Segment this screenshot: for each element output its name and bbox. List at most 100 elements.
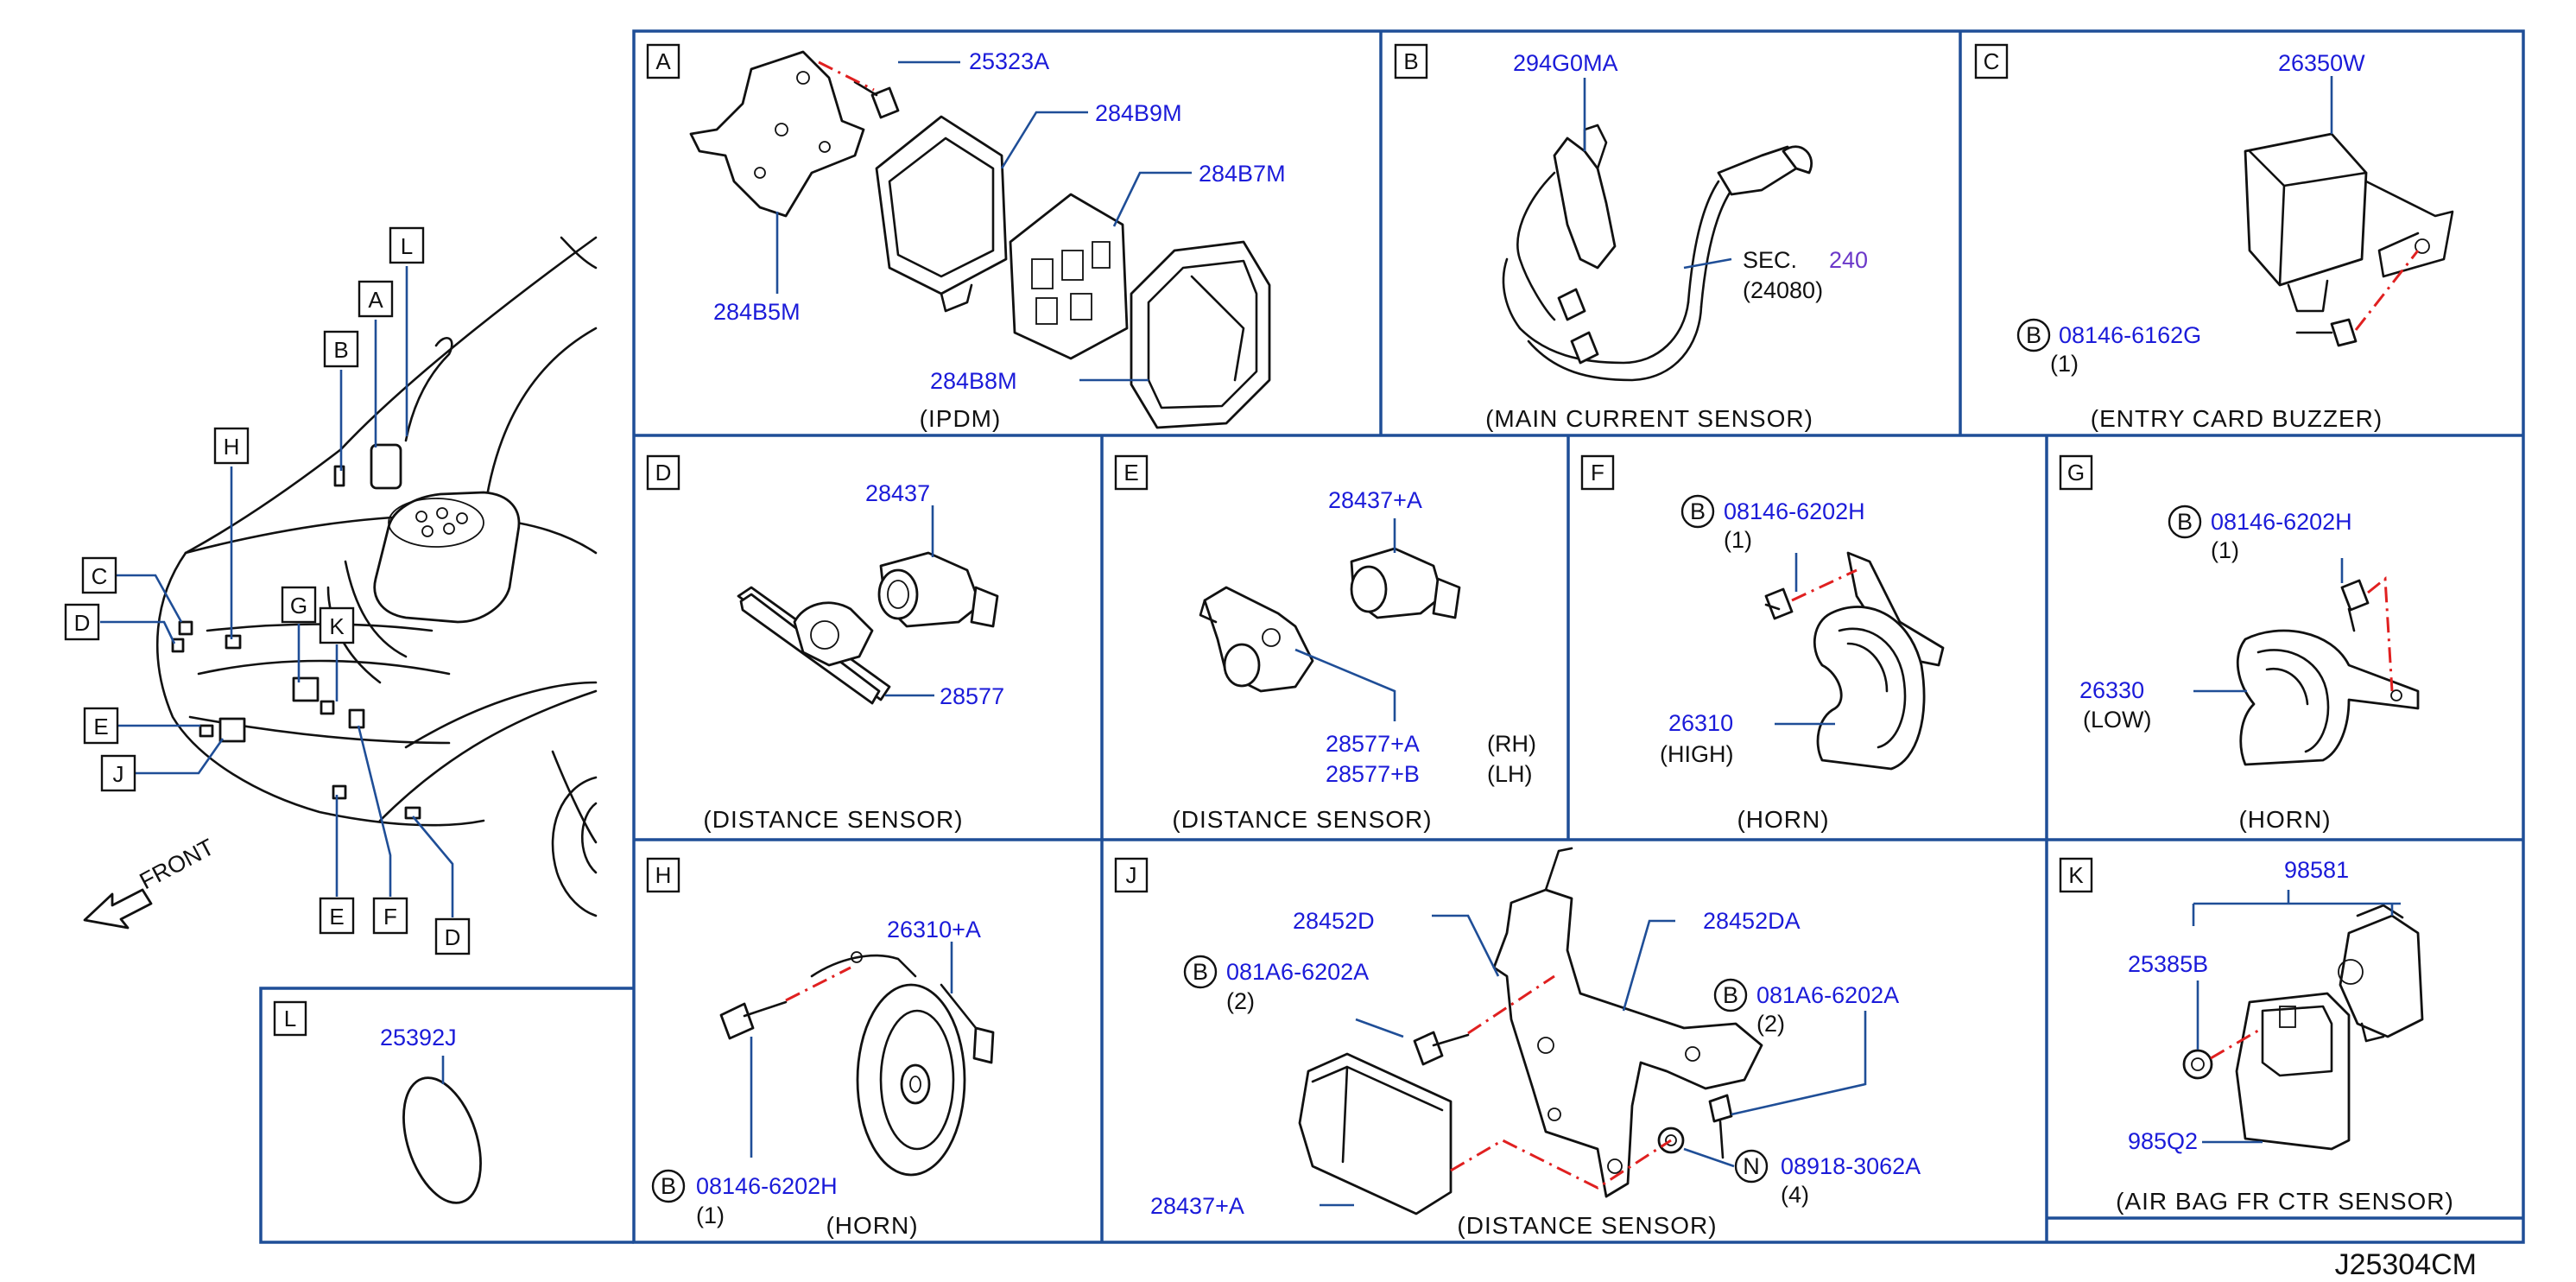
callout-box	[213, 427, 250, 465]
part-drawing	[1147, 259, 1258, 409]
part-drawing	[1838, 627, 1907, 749]
quantity: (1)	[1724, 527, 1752, 553]
letter-box	[1394, 43, 1428, 79]
quantity: (1)	[2050, 351, 2079, 377]
callout-box	[389, 226, 425, 264]
letter-box	[2059, 857, 2093, 893]
panel-letter: J	[1126, 862, 1137, 888]
panel-caption: (ENTRY CARD BUZZER)	[2091, 405, 2383, 432]
panel-frames	[259, 29, 2525, 1244]
leader-line	[1432, 914, 1500, 977]
note: (HIGH)	[1660, 741, 1733, 767]
panel-caption: (DISTANCE SENSOR)	[1172, 806, 1432, 833]
leader-line	[1683, 257, 1732, 270]
part-number: 28577+A	[1326, 731, 1420, 757]
drawing-line	[1031, 258, 1054, 289]
section-reference: 240	[1829, 247, 1868, 273]
note: (RH)	[1487, 731, 1536, 757]
drawing-line	[2390, 689, 2402, 701]
part-drawing	[344, 560, 408, 658]
part-drawing	[1553, 136, 1617, 270]
letter-box	[646, 857, 680, 893]
part-number: 081A6-6202A	[1226, 959, 1369, 985]
callout-label: H	[224, 434, 240, 460]
drawing-line	[388, 498, 484, 548]
leader-line	[1000, 111, 1088, 169]
part-number: 08146-6202H	[1724, 498, 1865, 524]
panel-caption: (HORN)	[826, 1212, 918, 1239]
part-drawing	[1699, 188, 1733, 308]
callout-box	[281, 586, 317, 624]
drawing-line	[1665, 1134, 1677, 1146]
part-number: 98581	[2284, 857, 2349, 883]
part-drawing	[333, 465, 345, 487]
part-drawing	[320, 700, 335, 715]
drawing-line	[2415, 238, 2430, 254]
drawing-line	[1685, 1046, 1700, 1062]
part-drawing	[875, 115, 1008, 295]
part-drawing	[155, 551, 485, 827]
part-number: 08146-6202H	[2211, 509, 2352, 535]
part-drawing	[2244, 132, 2368, 287]
symbol-letter: B	[661, 1173, 676, 1199]
drawing-line	[1092, 241, 1111, 269]
panel-letter: K	[2068, 862, 2084, 888]
panel-caption: (IPDM)	[920, 405, 1002, 432]
part-drawing	[2265, 667, 2309, 706]
drawing-line	[796, 71, 810, 85]
part-number: 26330	[2079, 677, 2144, 703]
panel-h: H 26310+A B 08146-6202H (1) (HORN)	[646, 857, 995, 1239]
part-number: 284B7M	[1199, 161, 1286, 187]
leader-line	[1731, 1011, 1867, 1116]
callout-label: E	[93, 714, 108, 739]
part-drawing	[1492, 888, 1763, 1198]
part-drawing	[853, 80, 878, 97]
part-drawing	[551, 750, 598, 844]
callout-label: G	[290, 593, 307, 619]
part-number: 25323A	[969, 48, 1049, 74]
panel-g: G B 08146-6202H (1) 26330 (LOW) (HORN)	[2059, 454, 2420, 833]
part-drawing	[370, 443, 402, 490]
drawing-line	[2191, 1057, 2205, 1071]
panel-letter: A	[655, 48, 671, 74]
drawing-line	[436, 507, 448, 519]
part-drawing	[1190, 275, 1245, 382]
panel-border	[259, 987, 634, 1244]
part-number: 28452DA	[1703, 908, 1801, 934]
callout-box	[358, 280, 394, 318]
part-drawing	[877, 568, 919, 620]
part-drawing	[2364, 180, 2454, 278]
part-drawing	[1502, 257, 1522, 330]
part-drawing	[1557, 288, 1586, 321]
panel-letter: F	[1591, 460, 1604, 486]
part-drawing	[1544, 847, 1573, 892]
callout-label: B	[333, 337, 348, 363]
part-drawing	[970, 586, 999, 628]
assembly-line	[818, 60, 875, 92]
leader-line	[412, 816, 454, 917]
part-number: 25385B	[2128, 951, 2208, 977]
leader-line	[357, 725, 392, 897]
panel-k: K 98581 25385B 985Q2 (AIR BAG FR CTR SEN…	[2059, 857, 2453, 1215]
leader-line	[135, 738, 225, 775]
letter-box	[1114, 857, 1149, 893]
part-drawing	[900, 1063, 931, 1105]
part-drawing	[743, 1000, 788, 1018]
part-number: 08146-6202H	[696, 1173, 838, 1199]
part-drawing	[793, 601, 874, 667]
panel-caption: (HORN)	[1737, 806, 1829, 833]
part-drawing	[482, 327, 598, 520]
drawing-line	[909, 1076, 921, 1093]
leader-line	[1112, 171, 1192, 227]
panel-letter: B	[1403, 48, 1418, 74]
drawing-line	[456, 512, 468, 524]
section-reference: SEC.	[1743, 247, 1797, 273]
part-drawing	[404, 681, 598, 749]
panel-e: E 28437+A 28577+A (RH) 28577+B (LH) (DIS…	[1114, 454, 1536, 833]
part-drawing	[2256, 649, 2330, 753]
panel-letter: E	[1123, 460, 1138, 486]
part-number: 28452D	[1293, 908, 1375, 934]
note: (LOW)	[2083, 707, 2151, 733]
letter-box	[1580, 454, 1615, 491]
part-number: 08146-6162G	[2059, 322, 2201, 348]
